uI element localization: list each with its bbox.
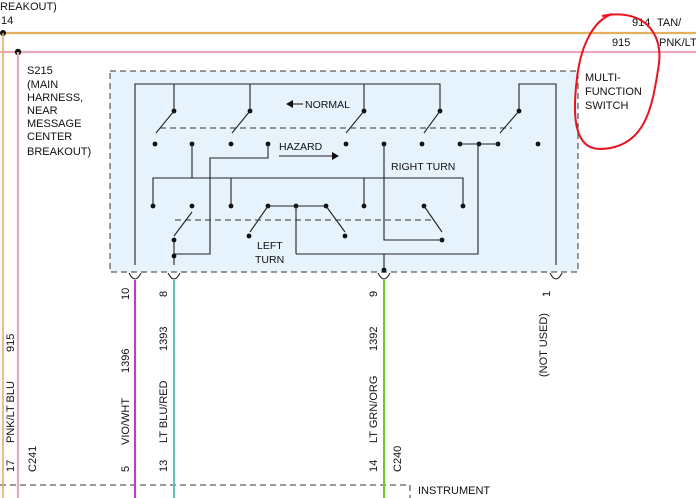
instrument-label: INSTRUMENT [418,485,490,497]
not-used-note: (NOT USED) [538,313,550,377]
switch-name-line: MULTI- [585,72,621,84]
bottom-wire-stubs [2,478,385,498]
switch-name: MULTI- FUNCTION SWITCH [585,72,642,112]
switch-name-line: FUNCTION [585,86,642,98]
splice-line: CENTER [27,131,72,143]
splice-id: S215 [27,65,53,77]
connector-c241: C241 [27,446,39,472]
wire-915-color: PNK/LT BLU [5,381,17,443]
top-left-number: 14 [1,15,13,27]
wire-1392-color: LT GRN/ORG [368,376,380,443]
wire-1393-circuit: 1393 [158,327,170,351]
multifunction-switch-box [109,70,579,273]
wire-1396-color: VIO/WHT [120,398,132,445]
wire-1396-circuit: 1396 [120,349,132,373]
wire-1393-pin-top: 8 [158,291,170,297]
wire-1392-pin-bottom: 14 [368,460,380,472]
wire-1393-color: LT BLU/RED [158,380,170,443]
splice-label: S215 (MAIN HARNESS, NEAR MESSAGE CENTER … [27,65,91,158]
wire-915-vertical [2,33,20,478]
splice-line: HARNESS, [27,92,83,104]
wire-1396-pin-bottom: 5 [120,466,132,472]
tan-circuit-number: 914 [632,17,650,29]
switch-name-line: SWITCH [585,100,628,112]
wire-labels: 915 PNK/LT BLU 17 C241 10 1396 VIO/WHT 5… [5,288,553,472]
wire-1396-pin-top: 10 [120,288,132,300]
right-turn-label: RIGHT TURN [391,161,455,173]
connector-c240: C240 [392,446,404,472]
pink-color-label: PNK/LT [659,37,696,49]
red-annotation-circle [573,13,661,151]
splice-line: NEAR [27,105,58,117]
tan-color-label: TAN/ [657,17,682,29]
left-turn-label-1: LEFT [257,240,283,252]
switch-internals: NORMAL HAZARD RIGHT TURN [134,83,557,273]
connector-pins [128,254,563,280]
left-turn-label-2: TURN [255,254,284,266]
splice-line: (MAIN [27,79,58,91]
wire-1393-pin-bottom: 13 [158,460,170,472]
top-left-fragment: REAKOUT) [0,1,57,13]
wire-1392-circuit: 1392 [368,327,380,351]
pin-1-number: 1 [541,291,553,297]
splice-line: BREAKOUT) [27,146,91,158]
wire-915-circuit: 915 [5,334,17,352]
hazard-label: HAZARD [279,141,323,153]
wire-915-pin: 17 [5,460,17,472]
splice-line: MESSAGE [27,118,81,130]
pink-circuit-number: 915 [612,37,630,49]
wire-1392-pin-top: 9 [368,291,380,297]
normal-label: NORMAL [305,99,350,111]
